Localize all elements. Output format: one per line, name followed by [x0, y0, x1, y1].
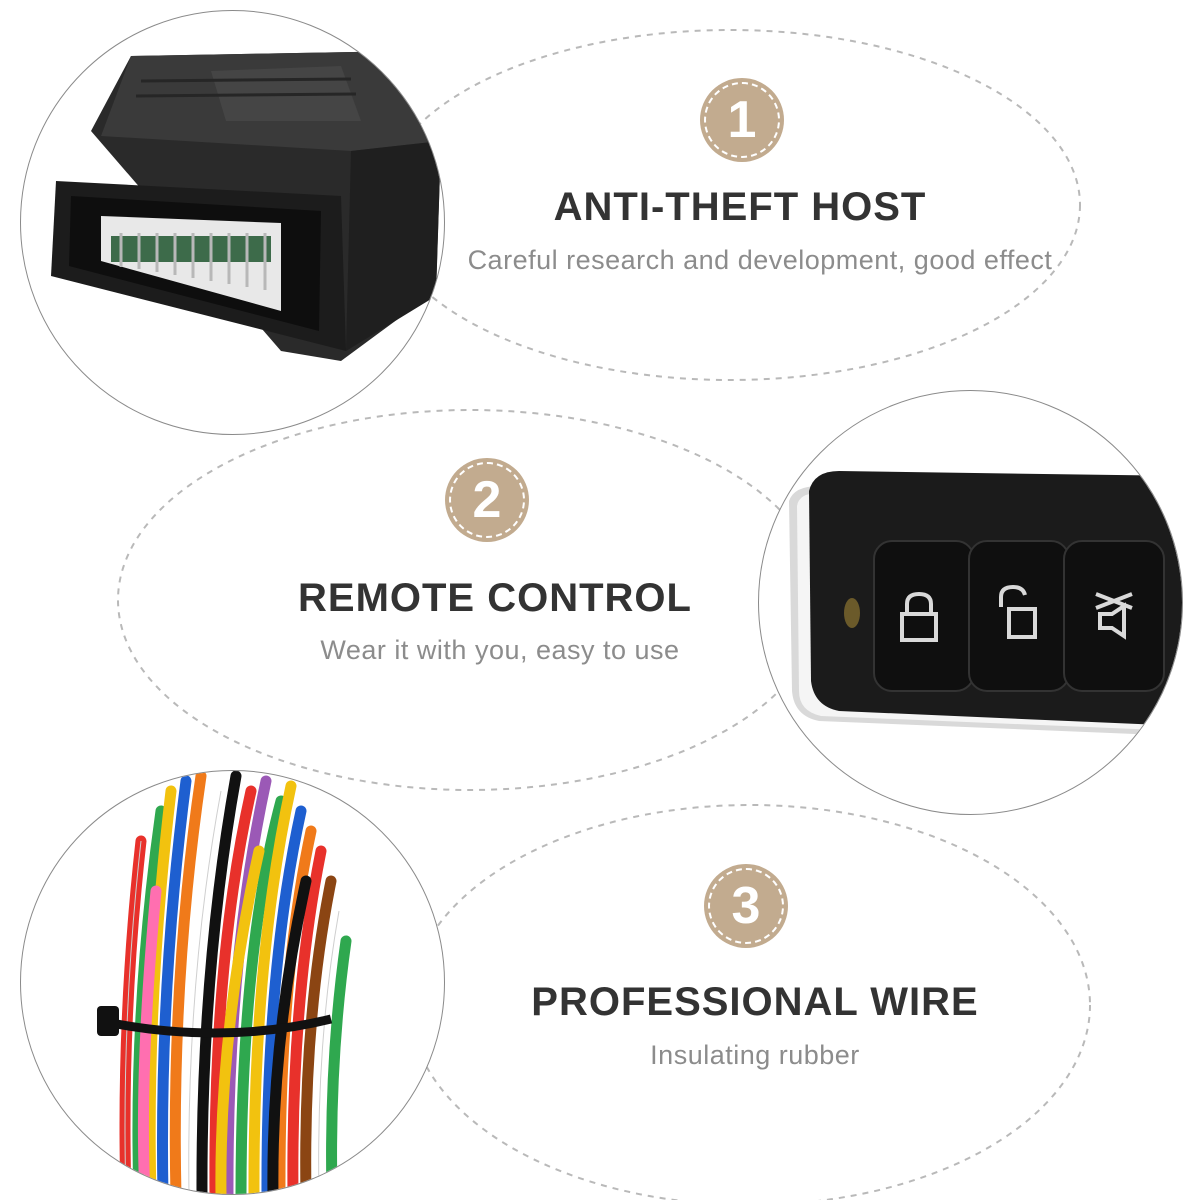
step-1-number: 1	[727, 91, 757, 149]
step-1-badge: 1	[700, 78, 784, 162]
lock-icon	[900, 591, 938, 642]
feature-2-title: REMOTE CONTROL	[298, 576, 692, 620]
mute-speaker-icon	[1095, 592, 1133, 640]
unlock-icon	[999, 584, 1037, 639]
dashed-ellipse-3	[409, 804, 1091, 1200]
feature-3-subtitle: Insulating rubber	[650, 1040, 860, 1070]
professional-wire-photo	[20, 770, 445, 1195]
anti-theft-host-photo	[20, 10, 445, 435]
feature-1-title: ANTI-THEFT HOST	[553, 185, 927, 229]
remote-control-photo	[758, 390, 1183, 815]
step-3-number: 3	[731, 877, 761, 935]
step-2-number: 2	[472, 471, 502, 529]
feature-2-subtitle: Wear it with you, easy to use	[320, 635, 680, 665]
feature-1-subtitle: Careful research and development, good e…	[467, 245, 1053, 275]
step-2-badge: 2	[445, 458, 529, 542]
dashed-ellipse-1	[379, 29, 1081, 381]
step-3-badge: 3	[704, 864, 788, 948]
feature-3-title: PROFESSIONAL WIRE	[531, 980, 979, 1024]
